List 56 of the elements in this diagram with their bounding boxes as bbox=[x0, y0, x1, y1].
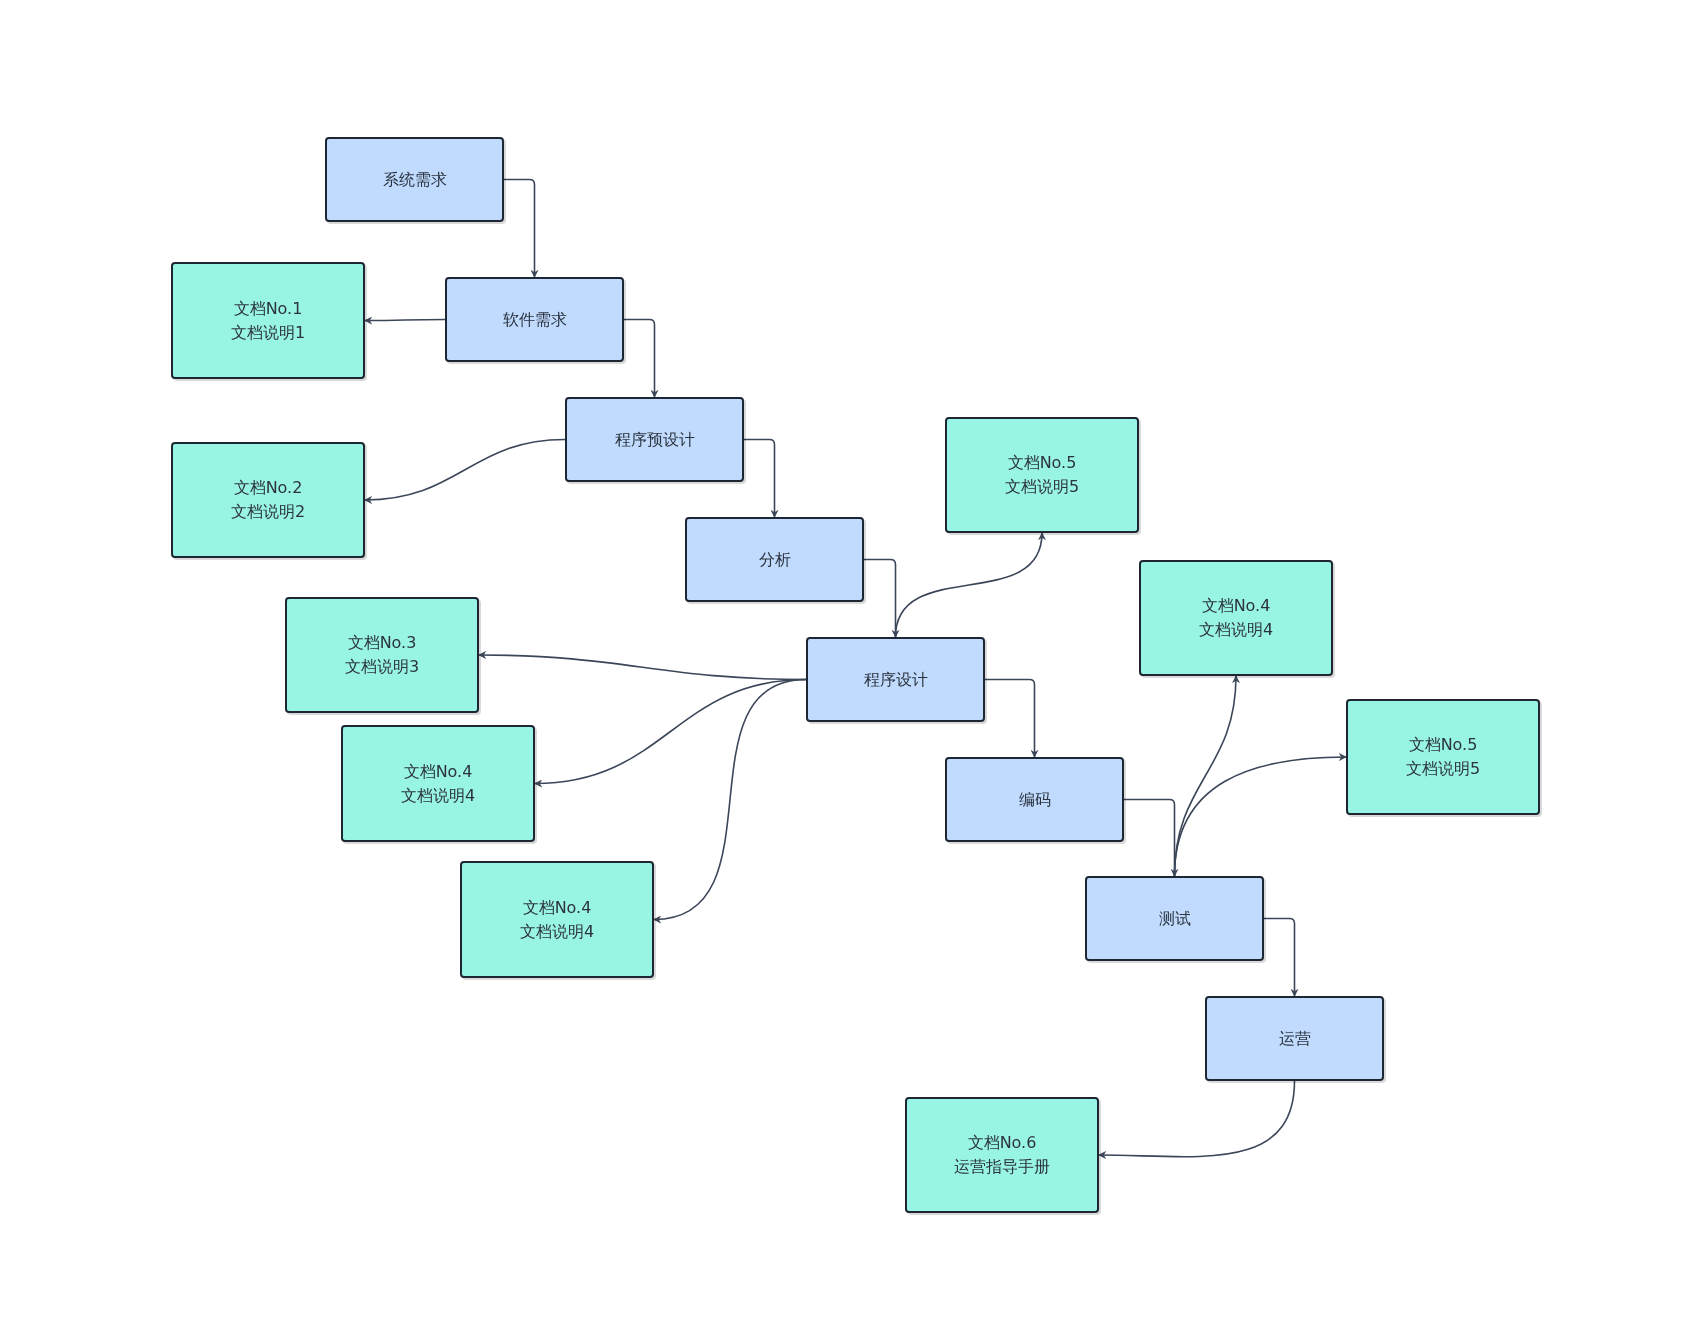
document-box bbox=[945, 417, 1139, 533]
arrow bbox=[364, 316, 446, 325]
node-title: 文档No.2 bbox=[233, 477, 303, 499]
node-description: 文档说明3 bbox=[344, 656, 420, 678]
arrow bbox=[364, 438, 566, 504]
node-title: 文档No.4 bbox=[522, 896, 592, 919]
process-box bbox=[685, 517, 864, 602]
node-title: 文档No.6 bbox=[967, 1132, 1037, 1154]
node-description: 文档说明4 bbox=[400, 784, 476, 807]
node-title: 程序预设计 bbox=[614, 428, 695, 451]
node-title: 运营 bbox=[1278, 1027, 1311, 1050]
arrow bbox=[1173, 753, 1347, 877]
process-box bbox=[945, 757, 1124, 842]
node-description: 文档说明5 bbox=[1004, 476, 1080, 498]
document-box bbox=[341, 725, 535, 842]
arrow bbox=[894, 532, 1045, 638]
arrow bbox=[743, 438, 779, 518]
process-box bbox=[445, 277, 624, 362]
node-description: 文档说明4 bbox=[1198, 619, 1274, 641]
node-title: 文档No.4 bbox=[403, 760, 473, 783]
node-title: 文档No.4 bbox=[1201, 595, 1271, 617]
process-box bbox=[1085, 876, 1264, 961]
arrow bbox=[863, 558, 900, 638]
process-box bbox=[325, 137, 504, 222]
document-box bbox=[171, 442, 365, 558]
process-box bbox=[565, 397, 744, 482]
arrow bbox=[653, 678, 807, 923]
node-title: 系统需求 bbox=[382, 168, 447, 191]
node-title: 文档No.5 bbox=[1007, 452, 1077, 474]
node-title: 程序设计 bbox=[863, 668, 928, 691]
node-title: 文档No.3 bbox=[347, 632, 417, 654]
node-title: 文档No.1 bbox=[233, 297, 303, 320]
document-box bbox=[460, 861, 654, 978]
node-title: 软件需求 bbox=[502, 308, 567, 331]
arrow bbox=[623, 318, 659, 398]
node-title: 分析 bbox=[758, 548, 791, 571]
node-title: 文档No.5 bbox=[1408, 734, 1478, 756]
process-box bbox=[1205, 996, 1384, 1081]
document-box bbox=[285, 597, 479, 713]
document-box bbox=[1346, 699, 1540, 815]
node-description: 文档说明4 bbox=[519, 920, 595, 943]
node-title: 测试 bbox=[1158, 907, 1191, 930]
node-description: 文档说明5 bbox=[1405, 758, 1481, 780]
arrow bbox=[1098, 1080, 1296, 1160]
arrow bbox=[984, 678, 1039, 758]
arrow bbox=[1263, 917, 1299, 997]
document-box bbox=[171, 262, 365, 379]
node-title: 编码 bbox=[1018, 788, 1051, 811]
process-box bbox=[806, 637, 985, 722]
document-box bbox=[1139, 560, 1333, 676]
arrow bbox=[1123, 798, 1179, 877]
document-box bbox=[905, 1097, 1099, 1213]
node-description: 文档说明1 bbox=[230, 321, 306, 344]
node-description: 文档说明2 bbox=[230, 501, 306, 523]
arrow bbox=[503, 178, 539, 278]
node-description: 运营指导手册 bbox=[954, 1156, 1050, 1178]
